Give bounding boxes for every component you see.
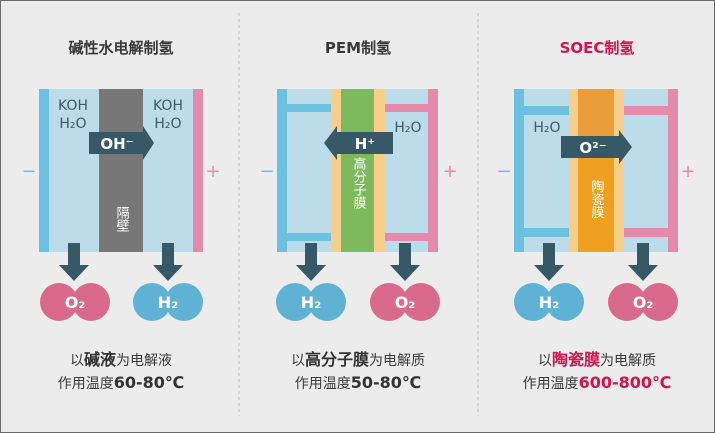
separator-membrane [99, 89, 143, 252]
minus-sign: − [21, 161, 36, 182]
electrolyte-label: H₂O [154, 116, 181, 132]
molecule-label: H₂ [158, 293, 178, 312]
panel-title: PEM制氢 [325, 39, 391, 57]
plus-sign: + [442, 161, 457, 182]
hydrogen-molecule-icon [514, 283, 584, 321]
description-line-1: 以陶瓷膜为电解质 [538, 350, 656, 369]
molecule-label: O₂ [395, 293, 416, 312]
membrane-label: 陶瓷膜 [589, 179, 605, 219]
molecule-label: O₂ [65, 293, 86, 312]
description-line-1: 以高分子膜为电解质 [291, 350, 425, 369]
plus-sign: + [205, 161, 220, 182]
electrolyte-label: H₂O [59, 116, 86, 132]
panel-title: SOEC制氢 [560, 39, 635, 57]
description-line-2: 作用温度50-80℃ [295, 373, 422, 392]
membrane-label: 高分子膜 [351, 156, 367, 209]
ion-label: OH⁻ [100, 135, 133, 153]
oxygen-molecule-icon [370, 283, 440, 321]
cathode [514, 89, 524, 252]
oxygen-molecule-icon [40, 283, 110, 321]
plus-sign: + [680, 161, 695, 182]
molecule-label: H₂ [539, 293, 559, 312]
description-line-2: 作用温度600-800℃ [523, 373, 672, 392]
electrolyte-label: H₂O [533, 120, 560, 136]
minus-sign: − [259, 161, 274, 182]
membrane-label: 隔壁 [114, 206, 130, 232]
panel-title: 碱性水电解制氢 [68, 39, 173, 57]
ion-arrow-right-icon [561, 130, 632, 164]
anode [193, 89, 203, 252]
panel-pem: PEM制氢 H₂O H⁺ 高分子膜 − + H₂ O₂ 以高分子膜为电解质 作用… [259, 39, 457, 392]
ion-label: O²⁻ [579, 139, 606, 157]
description-line-2: 作用温度60-80℃ [58, 373, 185, 392]
anode [428, 89, 438, 252]
ion-label: H⁺ [355, 135, 375, 153]
hydrogen-molecule-icon [133, 283, 203, 321]
polymer-membrane [341, 89, 374, 252]
minus-sign: − [496, 161, 511, 182]
anode [668, 89, 678, 252]
cathode [39, 89, 49, 252]
panel-soec: SOEC制氢 H₂O O²⁻ 陶瓷膜 − + H₂ O₂ 以陶瓷膜为电解质 作用… [496, 39, 695, 392]
ceramic-membrane [578, 153, 614, 252]
panel-alkaline: 碱性水电解制氢 KOH H₂O KOH H₂O OH⁻ 隔壁 − + O₂ H₂… [21, 39, 220, 392]
hydrogen-molecule-icon [276, 283, 346, 321]
ion-arrow-right-icon [89, 126, 154, 160]
electrolyte-label: KOH [153, 98, 183, 114]
description-line-1: 以碱液为电解液 [70, 350, 172, 369]
molecule-label: O₂ [633, 293, 654, 312]
electrolyte-label: KOH [58, 98, 88, 114]
molecule-label: H₂ [301, 293, 321, 312]
cathode [277, 89, 287, 252]
ion-arrow-left-icon [324, 126, 393, 160]
electrolyte-label: H₂O [394, 120, 421, 136]
oxygen-molecule-icon [608, 283, 678, 321]
